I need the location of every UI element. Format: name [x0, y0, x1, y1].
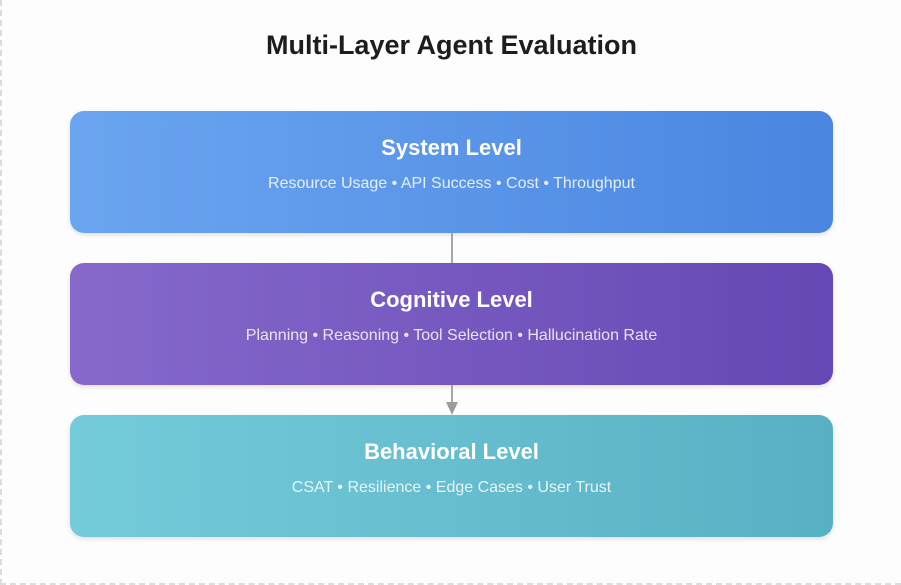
layer-box-behavioral: Behavioral Level CSAT • Resilience • Edg…: [70, 415, 833, 537]
connector-line: [450, 385, 453, 403]
layer-box-cognitive: Cognitive Level Planning • Reasoning • T…: [70, 263, 833, 385]
connector-system-to-cognitive: [70, 233, 833, 263]
layer-title-cognitive: Cognitive Level: [370, 286, 533, 312]
arrow-down-icon: [445, 402, 458, 415]
connector-line: [450, 233, 453, 263]
connector-cognitive-to-behavioral: [70, 385, 833, 415]
layer-metrics-system: Resource Usage • API Success • Cost • Th…: [268, 174, 635, 192]
layer-title-system: System Level: [381, 134, 522, 160]
layer-box-system: System Level Resource Usage • API Succes…: [70, 111, 833, 233]
layer-title-behavioral: Behavioral Level: [364, 438, 539, 464]
layer-metrics-cognitive: Planning • Reasoning • Tool Selection • …: [245, 326, 658, 344]
layer-metrics-behavioral: CSAT • Resilience • Edge Cases • User Tr…: [291, 478, 612, 496]
layer-stack: System Level Resource Usage • API Succes…: [70, 111, 833, 537]
page-title: Multi-Layer Agent Evaluation: [265, 30, 638, 60]
